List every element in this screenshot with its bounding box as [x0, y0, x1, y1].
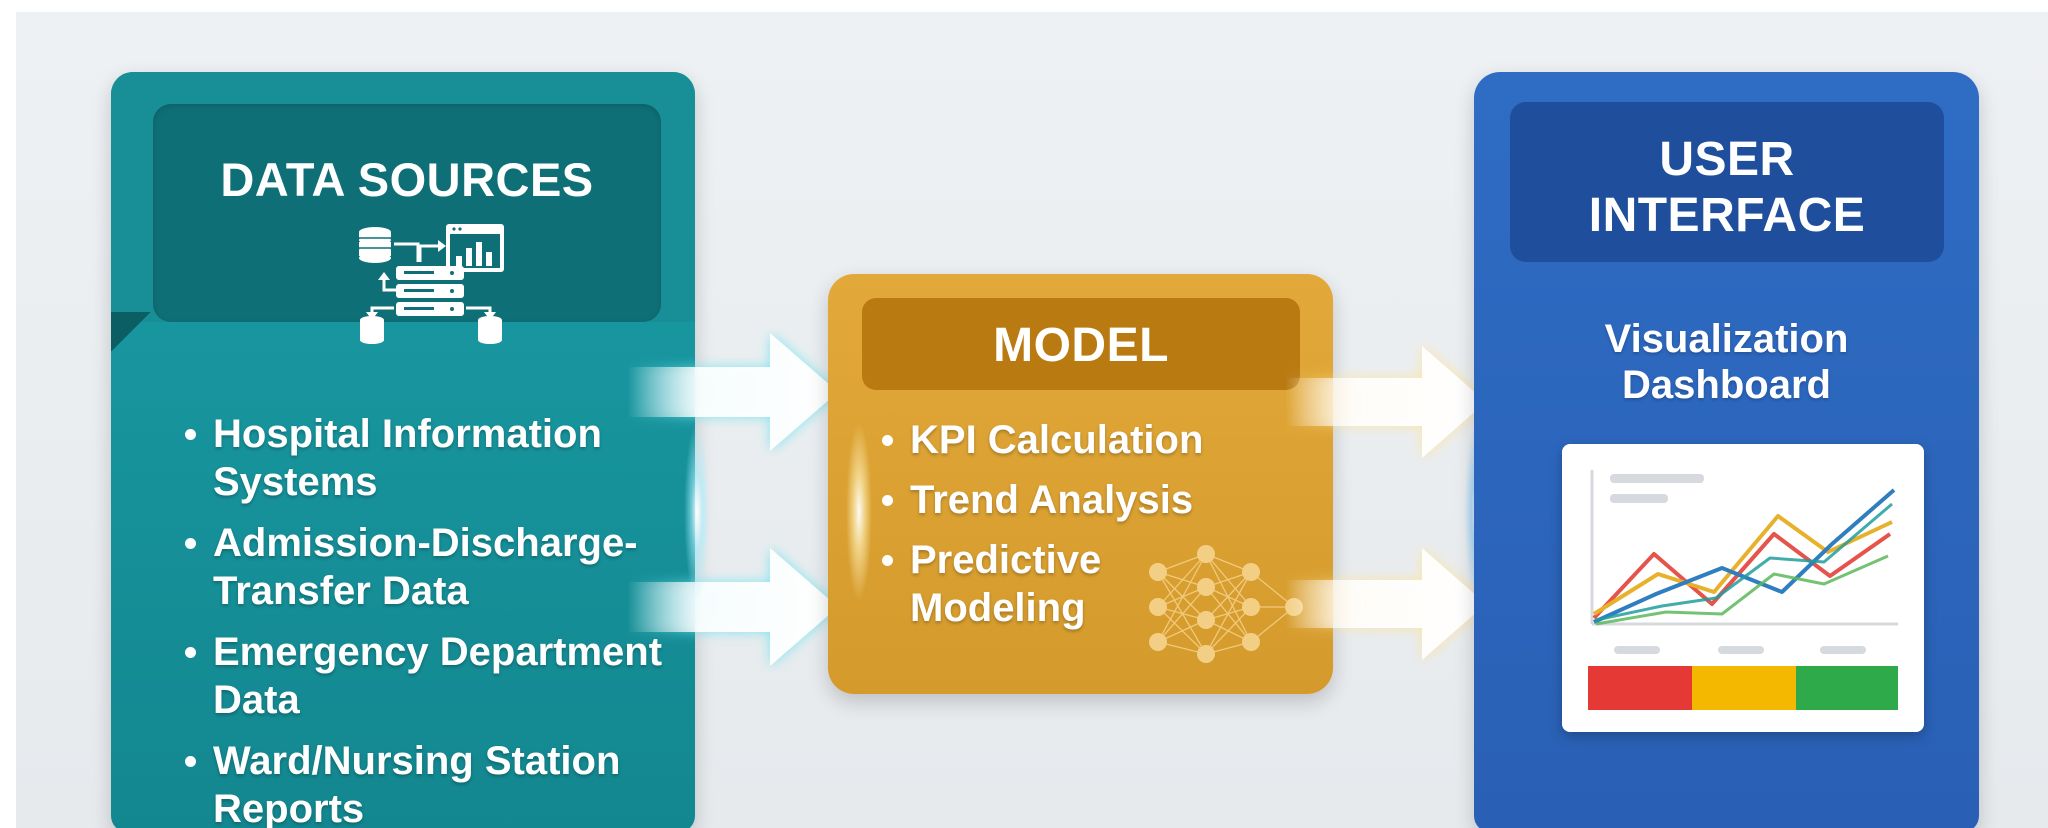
title-line: INTERFACE [1588, 189, 1866, 242]
model-panel: MODEL KPI Calculation Trend Analysis Pre… [828, 274, 1333, 694]
user-interface-title: USER INTERFACE [1510, 132, 1944, 244]
title-line: USER [1659, 133, 1795, 186]
arrow-right-icon [1286, 548, 1486, 660]
list-item: Emergency Department Data [181, 628, 681, 724]
glow-accent [846, 422, 872, 602]
dashboard-preview [1562, 444, 1924, 732]
neural-network-icon [1149, 545, 1303, 663]
glow-accent [684, 422, 710, 602]
subtitle-line: Dashboard [1622, 363, 1831, 407]
arrow-right-icon [628, 333, 838, 451]
model-header: MODEL [862, 298, 1300, 390]
arrow-right-icon [628, 548, 838, 666]
data-sources-title: DATA SOURCES [220, 153, 594, 206]
list-item: KPI Calculation [878, 416, 1298, 464]
model-title: MODEL [993, 319, 1169, 372]
subtitle-line: Visualization [1604, 317, 1849, 361]
user-interface-panel: USER INTERFACE Visualization Dashboard [1474, 72, 1979, 828]
diagram-canvas: DATA SOURCES [16, 12, 2048, 828]
data-sources-list: Hospital Information Systems Admission-D… [181, 410, 681, 828]
list-item: Predictive Modeling [878, 536, 1101, 632]
dashboard-chart-icon [1588, 470, 1898, 710]
list-item: Ward/Nursing Station Reports [181, 737, 681, 828]
user-interface-subtitle: Visualization Dashboard [1474, 316, 1979, 408]
arrow-right-icon [1286, 346, 1486, 458]
data-sources-panel: DATA SOURCES [111, 72, 695, 828]
panel-fold-corner [111, 312, 151, 352]
data-sources-header: DATA SOURCES [153, 104, 661, 344]
user-interface-header: USER INTERFACE [1510, 102, 1944, 262]
list-item: Admission-Discharge-Transfer Data [181, 519, 681, 615]
model-list: KPI Calculation Trend Analysis Predictiv… [878, 416, 1298, 644]
list-item: Trend Analysis [878, 476, 1298, 524]
database-server-icon [359, 224, 504, 344]
list-item: Hospital Information Systems [181, 410, 681, 506]
